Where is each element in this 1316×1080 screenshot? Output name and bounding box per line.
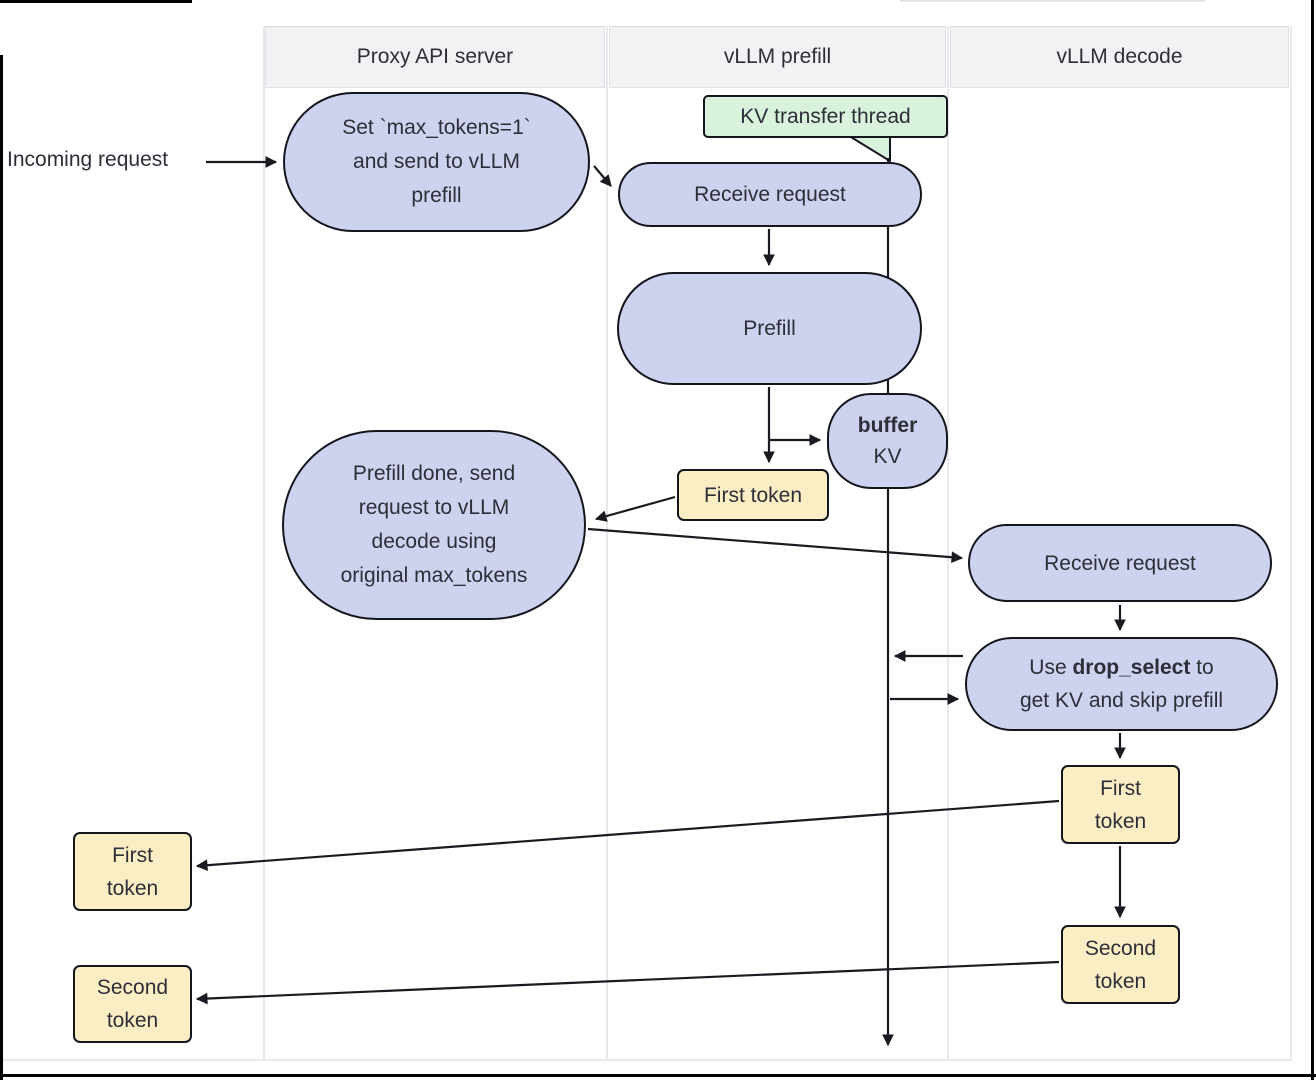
lane-header-prefill: vLLM prefill — [609, 26, 946, 88]
node-line: First — [1100, 776, 1141, 800]
lane-header-decode-label: vLLM decode — [1056, 45, 1183, 68]
node-label: Receive request — [694, 183, 846, 206]
lane-header-proxy: Proxy API server — [265, 26, 605, 88]
node-receive-request-prefill: Receive request — [618, 162, 922, 227]
node-line: and send to vLLM — [353, 150, 520, 173]
buffer-bold-label: buffer — [857, 414, 918, 437]
frame-bottom — [0, 1074, 1316, 1077]
edge-prefill-done-to-receive-decode — [587, 527, 964, 564]
lane-header-prefill-label: vLLM prefill — [723, 45, 832, 68]
lane-line-right — [1290, 26, 1292, 1061]
drop-select-post: to — [1190, 656, 1214, 679]
node-prefill-done: Prefill done, send request to vLLM decod… — [282, 430, 586, 620]
node-label: Receive request — [1044, 551, 1196, 575]
edge-first-token-decode-to-out — [195, 799, 1060, 872]
node-set-max-tokens: Set `max_tokens=1` and send to vLLM pref… — [283, 92, 590, 232]
node-line: request to vLLM — [358, 496, 510, 519]
node-first-token-out: First token — [73, 832, 192, 911]
node-line: get KV and skip prefill — [1019, 689, 1224, 712]
node-second-token-out: Second token — [73, 965, 192, 1043]
node-label: First token — [703, 483, 803, 507]
kv-thread-tail — [845, 133, 891, 162]
node-line: Second — [1084, 936, 1157, 960]
node-line: token — [106, 1009, 159, 1032]
node-line: token — [1094, 969, 1147, 993]
frame-top-faint — [900, 0, 1205, 2]
node-line: First — [112, 843, 153, 867]
node-line: Prefill done, send — [352, 462, 516, 485]
lane-header-decode: vLLM decode — [950, 26, 1289, 88]
node-line: KV — [873, 445, 902, 468]
node-line: buffer — [858, 410, 918, 441]
frame-top — [0, 0, 192, 3]
incoming-request-label: Incoming request — [7, 148, 169, 171]
node-buffer-kv: buffer KV — [827, 393, 948, 489]
frame-right — [1311, 0, 1314, 1080]
node-drop-select: Use drop_select to get KV and skip prefi… — [965, 637, 1278, 731]
node-line: original max_tokens — [340, 564, 528, 587]
lane-line-prefill-decode — [947, 26, 949, 1061]
node-line: prefill — [411, 184, 462, 207]
kv-transfer-thread-label: KV transfer thread — [740, 105, 911, 128]
lane-line-bottom — [2, 1059, 1291, 1061]
node-first-token-decode: First token — [1061, 765, 1180, 844]
frame-left — [0, 55, 3, 1080]
lane-line-proxy-prefill — [606, 26, 608, 1061]
node-label: Prefill — [743, 317, 796, 340]
node-line: Second — [96, 976, 169, 999]
edge-first-token-to-prefill-done — [594, 495, 676, 522]
node-first-token-prefill: First token — [677, 469, 829, 521]
lane-line-left — [263, 26, 265, 1061]
drop-select-pre: Use — [1029, 656, 1073, 679]
lane-header-proxy-label: Proxy API server — [356, 45, 514, 68]
node-receive-request-decode: Receive request — [968, 524, 1272, 602]
node-line: decode using — [371, 530, 497, 553]
node-line: Set `max_tokens=1` — [342, 116, 531, 139]
node-line: Use drop_select to — [1029, 651, 1213, 684]
kv-transfer-thread-note: KV transfer thread — [703, 95, 948, 138]
node-prefill: Prefill — [617, 272, 922, 385]
drop-select-bold-label: drop_select — [1072, 656, 1191, 679]
node-line: token — [1094, 809, 1147, 833]
edge-second-token-decode-to-out — [195, 960, 1060, 1005]
node-line: token — [106, 876, 159, 900]
node-second-token-decode: Second token — [1061, 925, 1180, 1004]
edge-set-max-tokens-to-receive-prefill — [593, 165, 612, 187]
